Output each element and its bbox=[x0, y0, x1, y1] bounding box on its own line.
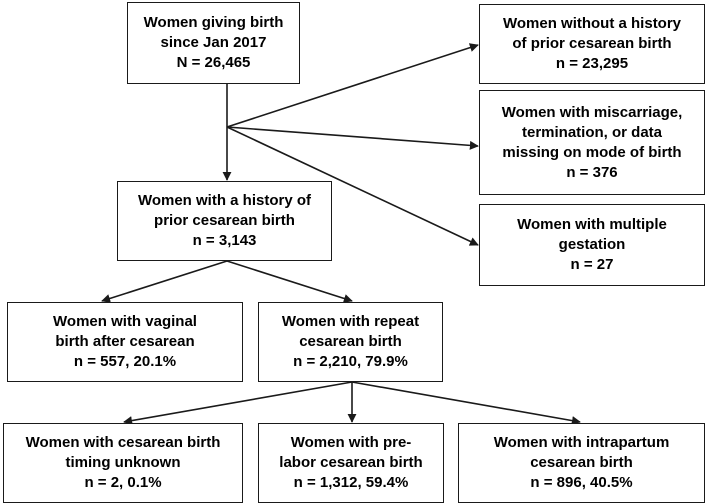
box-cesarean-timing-unknown: Women with cesarean birth timing unknown… bbox=[3, 423, 243, 503]
box-repeat-line2: cesarean birth bbox=[299, 333, 402, 350]
box-multiple-line2: gestation bbox=[558, 236, 626, 253]
box-timing-line2: timing unknown bbox=[65, 454, 181, 471]
box-vbac-line1: Women with vaginal bbox=[53, 313, 197, 330]
box-intrapartum-line1: Women with intrapartum bbox=[493, 434, 670, 451]
box-prelabor-count: n = 1,312, 59.4% bbox=[293, 474, 409, 491]
arrow-to-repeat bbox=[226, 260, 353, 303]
box-vbac-line2: birth after cesarean bbox=[55, 333, 195, 350]
box-no-prior-line2: of prior cesarean birth bbox=[512, 35, 672, 52]
box-total-count: N = 26,465 bbox=[176, 54, 251, 71]
box-repeat-count: n = 2,210, 79.9% bbox=[293, 353, 408, 370]
arrow-to-miscarriage bbox=[226, 126, 479, 150]
box-multiple-gestation: Women with multiple gestation n = 27 bbox=[479, 204, 705, 286]
box-intrapartum-cesarean: Women with intrapartum cesarean birth n … bbox=[458, 423, 705, 503]
box-vaginal-birth-after-cesarean: Women with vaginal birth after cesarean … bbox=[7, 302, 243, 382]
box-prior-line2: prior cesarean birth bbox=[154, 212, 295, 229]
box-miscarriage-line2: termination, or data bbox=[521, 123, 663, 141]
box-miscarriage-line1: Women with miscarriage, bbox=[501, 103, 683, 121]
box-repeat-line1: Women with repeat bbox=[281, 313, 420, 330]
box-vbac-count: n = 557, 20.1% bbox=[73, 353, 177, 370]
box-intrapartum-count: n = 896, 40.5% bbox=[530, 474, 633, 491]
box-prelabor-cesarean: Women with pre- labor cesarean birth n =… bbox=[258, 423, 444, 503]
box-repeat-cesarean: Women with repeat cesarean birth n = 2,2… bbox=[258, 302, 443, 382]
box-total-births: Women giving birth since Jan 2017 N = 26… bbox=[127, 2, 300, 84]
box-prior-cesarean: Women with a history of prior cesarean b… bbox=[117, 181, 332, 261]
box-timing-count: n = 2, 0.1% bbox=[84, 474, 162, 491]
box-intrapartum-line2: cesarean birth bbox=[530, 454, 633, 471]
box-no-prior-cesarean: Women without a history of prior cesarea… bbox=[479, 4, 705, 84]
arrow-to-vbac bbox=[101, 260, 228, 303]
box-miscarriage-termination-missing: Women with miscarriage, termination, or … bbox=[479, 90, 705, 195]
box-prelabor-line2: labor cesarean birth bbox=[279, 454, 423, 471]
box-prelabor-line1: Women with pre- bbox=[290, 434, 412, 451]
box-miscarriage-count: n = 376 bbox=[566, 163, 618, 181]
box-total-line1: Women giving birth bbox=[143, 14, 284, 31]
arrow-to-intrapartum bbox=[351, 381, 581, 426]
box-multiple-count: n = 27 bbox=[570, 256, 614, 273]
box-miscarriage-line3: missing on mode of birth bbox=[502, 143, 682, 161]
box-total-line2: since Jan 2017 bbox=[160, 34, 267, 51]
arrow-to-no-prior bbox=[226, 43, 479, 128]
box-timing-line1: Women with cesarean birth bbox=[25, 434, 221, 451]
arrow-to-multiple bbox=[226, 126, 479, 246]
box-multiple-line1: Women with multiple bbox=[517, 216, 667, 233]
box-prior-count: n = 3,143 bbox=[192, 232, 257, 249]
box-prior-line1: Women with a history of bbox=[137, 192, 312, 209]
box-no-prior-count: n = 23,295 bbox=[555, 55, 629, 72]
arrow-to-timing-unknown bbox=[123, 381, 353, 426]
box-no-prior-line1: Women without a history bbox=[502, 15, 682, 32]
